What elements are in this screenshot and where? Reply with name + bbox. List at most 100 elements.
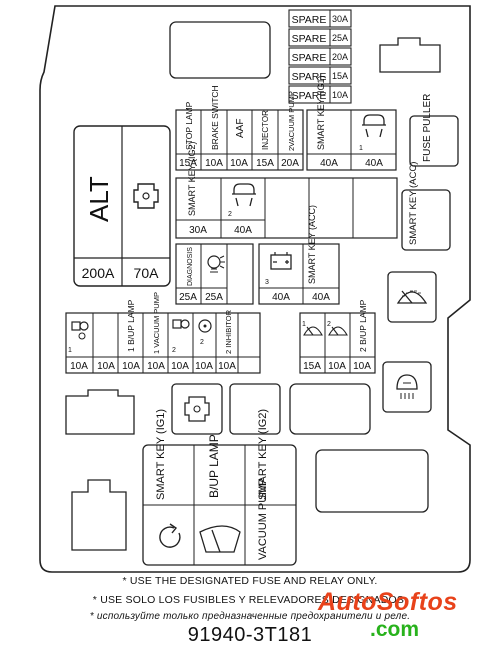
fuse-amp: 10A — [70, 361, 88, 372]
fuse-row-3-left: DIAGNOSIS 25A 25A — [175, 243, 254, 305]
fuse-label: 1 B/UP LAMP — [126, 299, 136, 352]
fuse-amp: 10A — [147, 361, 165, 372]
fuse-label: 2VACUUM PUMP — [287, 91, 296, 151]
fuse-inhibitor-2[interactable]: 2 INHIBITOR 10A — [218, 309, 236, 372]
fuse-backup-lamp-2[interactable]: 2 B/UP LAMP 10A — [353, 299, 371, 372]
wiper-icon — [199, 525, 241, 553]
svg-text:1: 1 — [302, 321, 306, 328]
relay-grid-bottom: SMART KEY (IG1) B/UP LAMP SMART KEY (IG2… — [142, 409, 297, 566]
spare-fuse-25a[interactable]: SPARE 25A — [288, 28, 352, 47]
fan-icon — [198, 319, 212, 333]
relay-wiper[interactable] — [387, 271, 437, 323]
fuse-wiper-rear[interactable]: 2 10A — [327, 321, 348, 372]
fuse-amp: 25A — [205, 292, 223, 303]
fuse-seatbelt[interactable]: 1 40A — [359, 114, 386, 169]
relay-defog[interactable] — [159, 523, 181, 548]
fuse-amp: 10A — [97, 361, 115, 372]
fuse-amp: 15A — [256, 158, 274, 169]
svg-text:2: 2 — [172, 347, 176, 354]
spare-amp: 20A — [332, 52, 348, 62]
fuse-row-4-right: 1 15A 2 10A 2 B/UP LAMP 10A — [299, 299, 376, 374]
spare-fuse-30a[interactable]: SPARE 30A — [288, 9, 352, 28]
rear-defog-icon — [159, 523, 181, 548]
fuse-seat-heater[interactable]: 2 40A — [228, 183, 256, 236]
spare-amp: 10A — [332, 90, 348, 100]
fuse-diagnosis[interactable]: DIAGNOSIS 25A — [179, 247, 197, 303]
fuse-smart-key-acc[interactable]: SMART KEY (ACC) 40A — [307, 205, 330, 303]
fuse-row4-6[interactable]: 2 10A — [195, 319, 213, 372]
wiper-icon — [396, 290, 428, 304]
fuse-row4-5[interactable]: 2 10A — [171, 319, 190, 372]
fuse-label: SMART KEY (ACC) — [307, 205, 317, 284]
relay-backup-lamp[interactable]: B/UP LAMP — [207, 434, 221, 498]
wiper-icon — [328, 326, 348, 336]
spare-label: SPARE — [292, 90, 327, 102]
spare-label: SPARE — [292, 52, 327, 64]
seatbelt-icon — [362, 114, 386, 138]
relay-label: B/UP LAMP — [207, 434, 221, 498]
fuse-label: 2 B/UP LAMP — [358, 299, 368, 352]
fuse-row4-1[interactable]: 1 10A — [68, 321, 89, 372]
fuse-brake-switch[interactable]: BRAKE SWITCH 10A — [205, 85, 223, 169]
fuse-stop-lamp[interactable]: STOP LAMP 15A — [179, 101, 197, 169]
spare-fuse-15a[interactable]: SPARE 15A — [288, 66, 352, 85]
fuse-row4-2[interactable]: 10A — [97, 361, 115, 372]
spare-fuse-10a[interactable]: SPARE 10A — [288, 85, 352, 104]
svg-text:2: 2 — [200, 339, 204, 346]
relay-horn[interactable] — [382, 361, 432, 413]
fuse-amp: 10A — [353, 361, 371, 372]
relay-empty-lower[interactable] — [229, 383, 281, 435]
fuse-backup-lamp-1[interactable]: 1 B/UP LAMP 10A — [122, 299, 140, 372]
fuse-amp: 15A — [303, 361, 321, 372]
relay-smart-key-ig1-bottom[interactable]: SMART KEY (IG1) — [155, 409, 167, 500]
fuse-amp: 20A — [281, 158, 299, 169]
fuse-aaf[interactable]: AAF 10A — [230, 119, 248, 169]
fuse-label: 2 INHIBITOR — [224, 309, 233, 354]
top-socket-right — [379, 37, 441, 73]
fuse-label: SMART KEY (IG1) — [316, 75, 326, 150]
fuse-amp: 15A — [179, 158, 197, 169]
svg-text:2: 2 — [228, 211, 232, 218]
fuse-label: SMART KEY (IG2) — [187, 141, 197, 216]
top-socket-left — [169, 21, 271, 79]
part-number: 91940-3T181 — [187, 624, 313, 646]
mini-fuse-row-1: STOP LAMP 15A BRAKE SWITCH 10A AAF 10A I… — [175, 85, 304, 171]
spare-amp: 25A — [332, 33, 348, 43]
alternator-relay-icon — [133, 183, 159, 209]
fuse-amp: 10A — [218, 361, 236, 372]
fuse-smart-key-ig2[interactable]: SMART KEY (IG2) 30A — [187, 141, 207, 236]
spare-amp: 15A — [332, 71, 348, 81]
fuse-smart-key-ig1[interactable]: SMART KEY (IG1) 40A — [316, 75, 338, 169]
fuse-label: STOP LAMP — [184, 101, 194, 150]
relay-alternator-lower[interactable] — [171, 383, 223, 435]
fuse-amp: 10A — [230, 158, 248, 169]
battery-icon — [270, 252, 292, 270]
relay-vacuum-pump[interactable]: VACUUM PUMP — [257, 478, 269, 560]
fuse-puller[interactable]: FUSE PULLER — [409, 94, 459, 167]
fuse-lamp[interactable]: 25A — [205, 255, 225, 303]
fuse-battery[interactable]: 3 40A — [265, 252, 292, 303]
watermark-domain: .com — [370, 618, 420, 641]
alt-fuse-block[interactable]: ALT 200A 70A — [73, 125, 171, 287]
spare-label: SPARE — [292, 14, 327, 26]
spare-fuse-column: SPARE 30A SPARE 25A SPARE 20A SPARE 15A … — [288, 9, 352, 104]
fuse-vacuum-pump-1[interactable]: 1 VACUUM PUMP 10A — [147, 292, 165, 372]
spare-label: SPARE — [292, 33, 327, 45]
spare-label: SPARE — [292, 71, 327, 83]
fuse-row-4: 1 10A 10A 1 B/UP LAMP 10A 1 VACUUM PUMP … — [65, 292, 261, 374]
fuse-injector[interactable]: INJECTOR 15A — [256, 110, 274, 169]
spare-fuse-20a[interactable]: SPARE 20A — [288, 47, 352, 66]
svg-text:2: 2 — [327, 321, 331, 328]
relay-wiper-bottom[interactable] — [199, 525, 241, 553]
fuse-vacuum-pump-2[interactable]: 2VACUUM PUMP 20A — [281, 91, 299, 169]
wiper-icon — [303, 326, 323, 336]
fuse-amp: 10A — [328, 361, 346, 372]
fuse-amp: 40A — [312, 292, 330, 303]
fuse-wiper-front[interactable]: 1 15A — [302, 321, 323, 372]
fuse-amp: 40A — [365, 158, 383, 169]
relay-smart-key-acc[interactable]: SMART KEY (ACC) — [401, 162, 451, 251]
relay-smart-key-ig2-bottom[interactable]: SMART KEY (IG2) — [257, 409, 269, 500]
fuse-amp: 40A — [234, 225, 252, 236]
connector-lower-left — [65, 389, 135, 435]
